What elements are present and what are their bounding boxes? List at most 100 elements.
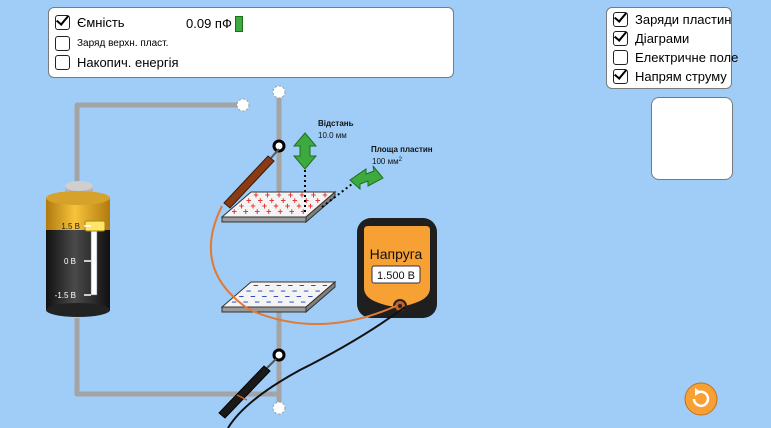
- positive-charge: +: [301, 206, 306, 216]
- negative-charge: –: [281, 285, 286, 295]
- separation-drag-arrow[interactable]: [292, 132, 318, 212]
- stored-energy-label: Накопич. енергія: [77, 55, 179, 70]
- electric-field-checkbox[interactable]: [613, 50, 628, 65]
- positive-charge: +: [273, 201, 278, 211]
- wire-switch-point-left[interactable]: [236, 98, 250, 112]
- negative-charge: –: [232, 296, 237, 306]
- positive-charge: +: [288, 190, 293, 200]
- negative-charge: –: [285, 291, 290, 301]
- positive-charge: +: [262, 201, 267, 211]
- top-plate-charge-checkbox[interactable]: [55, 36, 70, 51]
- capacitance-label: Ємність: [77, 15, 125, 30]
- top-plate-charge-label: Заряд верхн. пласт.: [77, 38, 169, 49]
- negative-charge: –: [258, 285, 263, 295]
- top-plate[interactable]: ++++++++++++++++++++++++++++: [220, 190, 337, 224]
- top-plate-charge-checkbox-row[interactable]: Заряд верхн. пласт.: [55, 36, 168, 51]
- diagrams-checkbox[interactable]: [613, 31, 628, 46]
- positive-charge: +: [308, 201, 313, 211]
- battery-label-max: 1.5 В: [61, 222, 80, 231]
- negative-charges: ––––––––––––––––––––––––––––: [232, 280, 328, 307]
- bottom-plate: ––––––––––––––––––––––––––––: [220, 280, 337, 314]
- negative-charge: –: [299, 280, 304, 290]
- capacitance-checkbox[interactable]: [55, 15, 70, 30]
- diagrams-checkbox-row[interactable]: Діаграми: [613, 31, 689, 46]
- negative-charge: –: [288, 280, 293, 290]
- positive-charge: +: [265, 190, 270, 200]
- diagrams-label: Діаграми: [635, 31, 690, 46]
- negative-charge: –: [289, 296, 294, 306]
- separation-value: 10.0 мм: [318, 131, 347, 140]
- positive-charge: +: [285, 201, 290, 211]
- red-probe[interactable]: [223, 148, 280, 209]
- capacitance-checkbox-row[interactable]: Ємність: [55, 15, 125, 30]
- positive-charge: +: [266, 206, 271, 216]
- top-probe-contact: [272, 139, 286, 153]
- reset-button[interactable]: [684, 382, 718, 416]
- positive-charge: +: [315, 195, 320, 205]
- plate-area-unit-superscript: 2: [399, 157, 403, 163]
- positive-charge: +: [292, 195, 297, 205]
- voltmeter[interactable]: [357, 218, 437, 318]
- plate-charges-checkbox-row[interactable]: Заряди пластин: [613, 12, 731, 27]
- battery-label-min: -1.5 В: [55, 291, 76, 300]
- negative-charge: –: [269, 285, 274, 295]
- electric-field-checkbox-row[interactable]: Електричне поле: [613, 50, 738, 65]
- negative-charge: –: [265, 280, 270, 290]
- wire-switch-point-bottom[interactable]: [272, 401, 286, 415]
- capacitance-bar: [235, 16, 243, 32]
- negative-charge: –: [278, 296, 283, 306]
- negative-charge: –: [308, 291, 313, 301]
- battery: [46, 181, 110, 317]
- negative-charge: –: [276, 280, 281, 290]
- negative-charge: –: [246, 285, 251, 295]
- red-probe-lead: [209, 205, 397, 326]
- capacitance-value: 0.09 пФ: [186, 16, 232, 31]
- electric-field-label: Електричне поле: [635, 50, 739, 65]
- negative-charge: –: [292, 285, 297, 295]
- negative-charge: –: [239, 291, 244, 301]
- negative-charge: –: [243, 296, 248, 306]
- view-options-panel: Заряди пластин Діаграми Електричне поле …: [606, 7, 738, 89]
- reset-icon-arrowhead: [695, 388, 701, 396]
- voltmeter-title: Напруга: [370, 246, 423, 262]
- negative-charge: –: [253, 280, 258, 290]
- positive-charge: +: [232, 206, 237, 216]
- black-probe-lead: [227, 306, 406, 428]
- reset-icon: [692, 390, 710, 408]
- negative-charge: –: [296, 291, 301, 301]
- positive-charge: +: [304, 195, 309, 205]
- plate-area-drag-arrow[interactable]: [321, 165, 384, 208]
- plate-area-title: Площа пластин: [371, 145, 433, 154]
- positive-charge: +: [239, 201, 244, 211]
- toolbox-panel: [651, 97, 733, 180]
- negative-charge: –: [262, 291, 267, 301]
- negative-charge: –: [273, 291, 278, 301]
- negative-charge: –: [311, 280, 316, 290]
- negative-charge: –: [304, 285, 309, 295]
- battery-label-zero: 0 В: [64, 257, 76, 266]
- wire-switch-point-top[interactable]: [272, 85, 286, 99]
- stored-energy-checkbox-row[interactable]: Накопич. енергія: [55, 55, 179, 70]
- positive-charge: +: [258, 195, 263, 205]
- positive-charge: +: [289, 206, 294, 216]
- current-direction-checkbox[interactable]: [613, 69, 628, 84]
- positive-charge: +: [269, 195, 274, 205]
- positive-charge: +: [322, 190, 327, 200]
- voltmeter-reading: 1.500 В: [377, 270, 415, 282]
- current-direction-checkbox-row[interactable]: Напрям струму: [613, 69, 727, 84]
- current-direction-label: Напрям струму: [635, 69, 727, 84]
- negative-charge: –: [301, 296, 306, 306]
- plate-charges-checkbox[interactable]: [613, 12, 628, 27]
- separation-title: Відстань: [318, 119, 354, 128]
- plate-charges-label: Заряди пластин: [635, 12, 732, 27]
- positive-charge: +: [296, 201, 301, 211]
- positive-charge: +: [243, 206, 248, 216]
- negative-charge: –: [250, 291, 255, 301]
- stored-energy-checkbox[interactable]: [55, 55, 70, 70]
- positive-charge: +: [278, 206, 283, 216]
- positive-charge: +: [250, 201, 255, 211]
- top-left-wire: [74, 102, 240, 192]
- black-probe[interactable]: [218, 358, 277, 419]
- negative-charge: –: [315, 285, 320, 295]
